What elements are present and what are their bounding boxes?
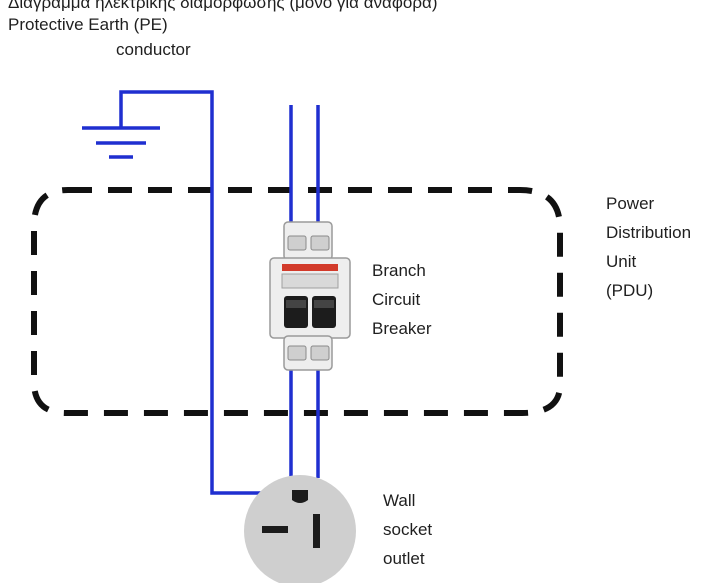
phase-wires-top — [289, 105, 320, 222]
breaker-label: Branch Circuit Breaker — [372, 256, 432, 343]
socket-label-line: outlet — [383, 549, 425, 568]
pdu-label-line: (PDU) — [606, 281, 654, 300]
wall-socket-icon — [244, 475, 356, 583]
pdu-label-line: Distribution — [606, 223, 692, 242]
socket-label: Wall socket outlet — [383, 486, 432, 573]
breaker-label-line: Branch — [372, 261, 426, 280]
breaker-label-line: Breaker — [372, 319, 432, 338]
pe-conductor-wire — [119, 90, 300, 495]
pe-conductor-label: Protective Earth (PE) conductor — [8, 12, 191, 62]
socket-label-line: socket — [383, 520, 433, 539]
socket-label-line: Wall — [383, 491, 416, 510]
pdu-label: Power Distribution Unit (PDU) — [606, 189, 691, 305]
phase-wires-bottom — [289, 368, 320, 478]
pdu-enclosure — [31, 187, 563, 416]
pe-conductor-label-line: conductor — [116, 40, 191, 59]
circuit-breaker-icon — [269, 221, 351, 371]
breaker-label-line: Circuit — [372, 290, 421, 309]
diagram-title: Διάγραμμα ηλεκτρικής διαμόρφωσης (μόνο γ… — [8, 0, 438, 12]
pdu-label-line: Power — [606, 194, 655, 213]
pdu-label-line: Unit — [606, 252, 637, 271]
ground-icon — [82, 126, 160, 159]
pe-conductor-label-line: Protective Earth (PE) — [8, 15, 168, 34]
